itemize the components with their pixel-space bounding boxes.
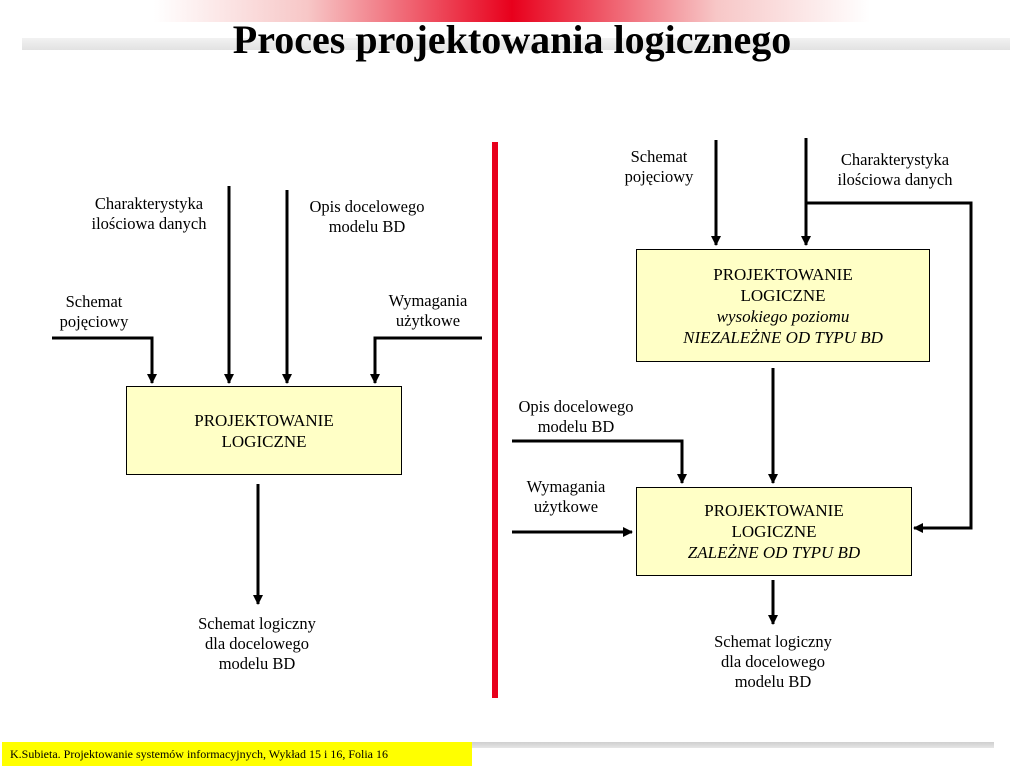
red-divider <box>492 142 498 698</box>
footer-line <box>472 742 994 748</box>
title-band <box>22 38 1010 50</box>
footer-credit: K.Subieta. Projektowanie systemów inform… <box>2 742 472 766</box>
right-arrow-opis <box>512 439 687 484</box>
left-arrow-wymagania <box>370 336 482 384</box>
top-gradient-bar <box>0 0 1024 22</box>
right-top-process-box: PROJEKTOWANIE LOGICZNE wysokiego poziomu… <box>636 249 930 362</box>
slide-title: Proces projektowania logicznego <box>232 17 792 62</box>
right-bottom-process-box: PROJEKTOWANIE LOGICZNE ZALEŻNE OD TYPU B… <box>636 487 912 576</box>
left-arrow-schemat <box>52 336 157 384</box>
right-arrow-char-branch <box>806 201 973 533</box>
